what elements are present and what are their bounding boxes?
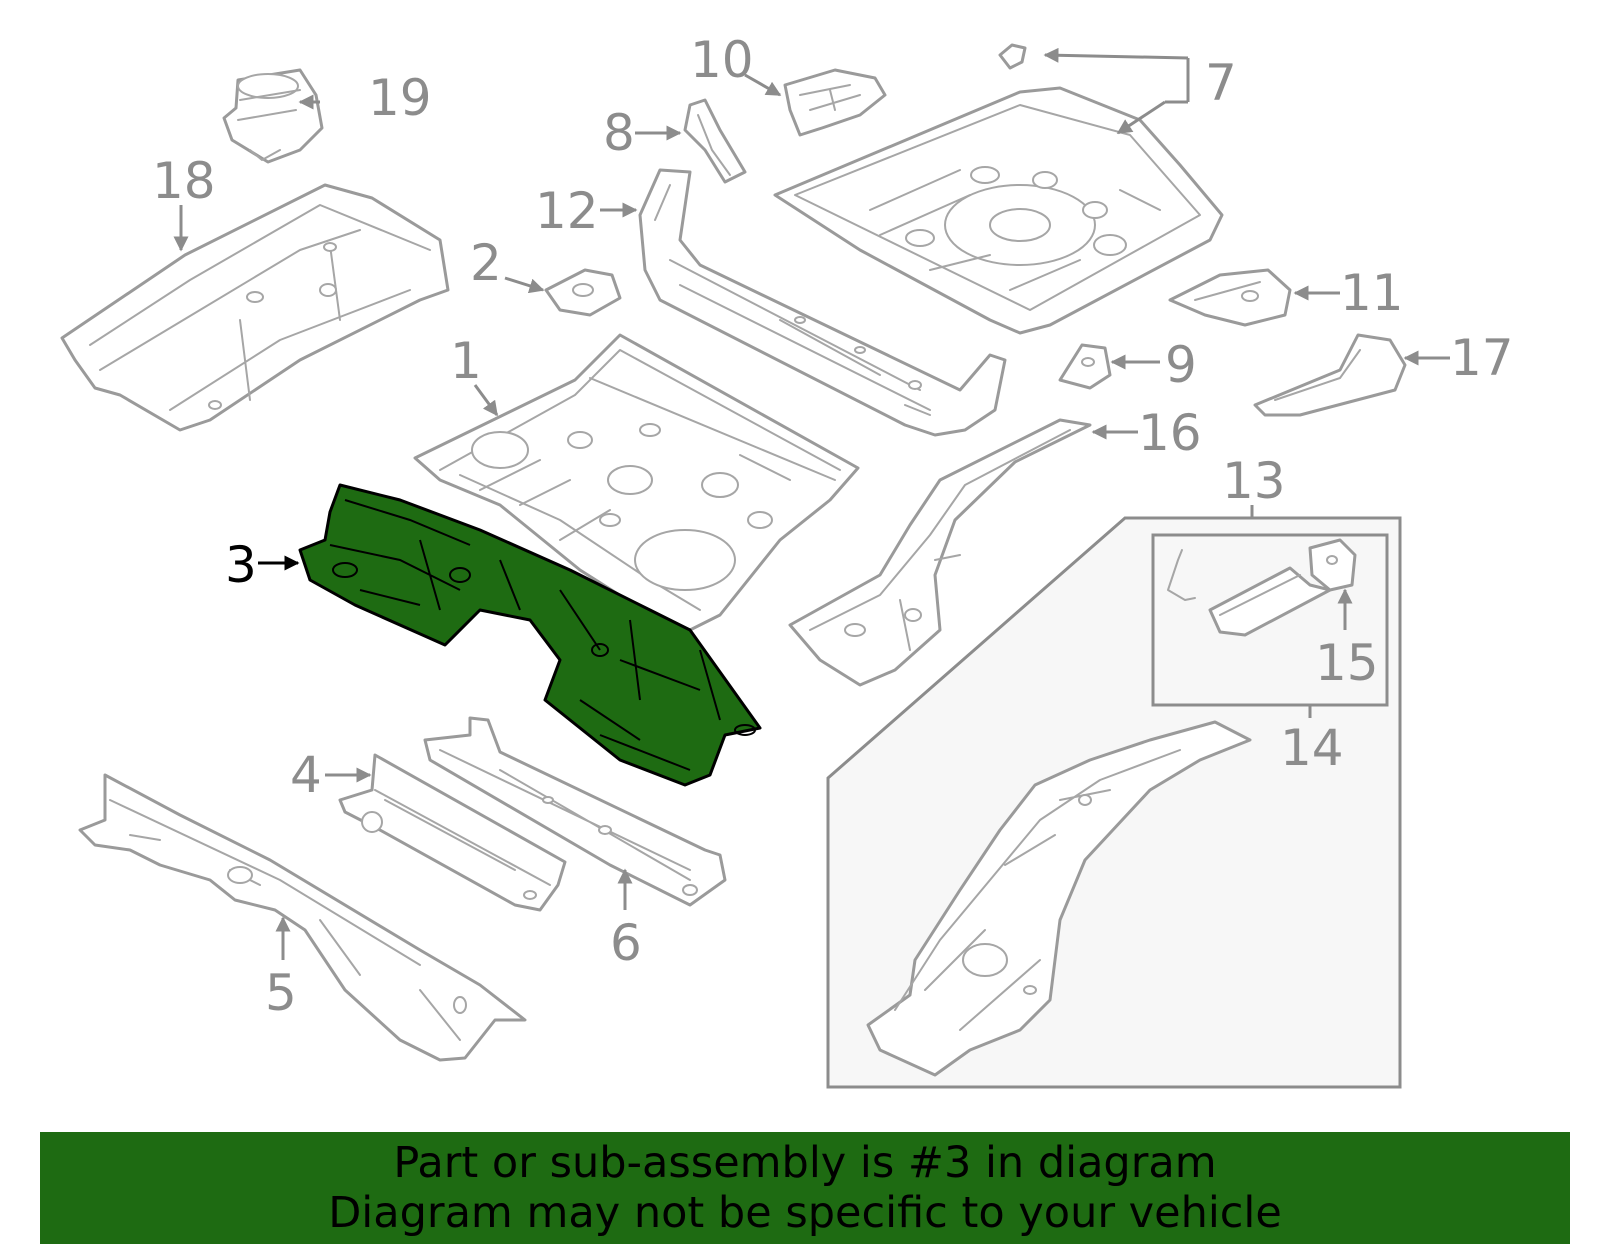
- part-10[interactable]: [783, 68, 887, 137]
- banner-line-2: Diagram may not be specific to your vehi…: [328, 1188, 1282, 1238]
- callout-12: 12: [535, 182, 599, 240]
- callout-11: 11: [1340, 264, 1404, 322]
- callout-10: 10: [690, 31, 754, 89]
- info-banner: Part or sub-assembly is #3 in diagram Di…: [40, 1132, 1570, 1244]
- part-11[interactable]: [1168, 268, 1292, 327]
- part-16[interactable]: [788, 418, 1092, 687]
- part-2[interactable]: [544, 268, 622, 317]
- part-9[interactable]: [1058, 343, 1112, 390]
- callout-9: 9: [1165, 336, 1197, 394]
- part-4[interactable]: [338, 753, 567, 912]
- callout-6: 6: [610, 914, 642, 972]
- part-1[interactable]: [413, 333, 860, 632]
- part-6[interactable]: [423, 716, 727, 907]
- part-17[interactable]: [1253, 333, 1407, 417]
- callout-18: 18: [152, 152, 216, 210]
- callout-17: 17: [1450, 329, 1514, 387]
- callout-labels: 19 18 10 8 7 12 2 11 9 17 1 16 13 15 14 …: [152, 31, 1514, 1022]
- callout-8: 8: [603, 104, 635, 162]
- part-3[interactable]: [298, 483, 762, 787]
- part-19[interactable]: [222, 68, 324, 164]
- callout-16: 16: [1138, 404, 1202, 462]
- part-5[interactable]: [78, 773, 527, 1062]
- part-13-panel[interactable]: [866, 720, 1252, 1077]
- banner-line-1: Part or sub-assembly is #3 in diagram: [393, 1138, 1217, 1188]
- group-13-box: [826, 516, 1402, 1089]
- callout-7: 7: [1205, 54, 1237, 112]
- callout-3: 3: [225, 536, 257, 594]
- part-12[interactable]: [638, 168, 1007, 437]
- callout-5: 5: [265, 964, 297, 1022]
- callout-15: 15: [1315, 634, 1379, 692]
- callout-19: 19: [368, 69, 432, 127]
- callout-1: 1: [450, 332, 482, 390]
- part-7[interactable]: [773, 43, 1224, 335]
- part-18[interactable]: [60, 183, 450, 432]
- callout-13: 13: [1222, 452, 1286, 510]
- callout-4: 4: [290, 746, 322, 804]
- callout-14: 14: [1280, 719, 1344, 777]
- part-15[interactable]: [1308, 538, 1357, 592]
- part-8[interactable]: [683, 98, 747, 184]
- callout-2: 2: [470, 234, 502, 292]
- leader-lines: [173, 47, 1450, 960]
